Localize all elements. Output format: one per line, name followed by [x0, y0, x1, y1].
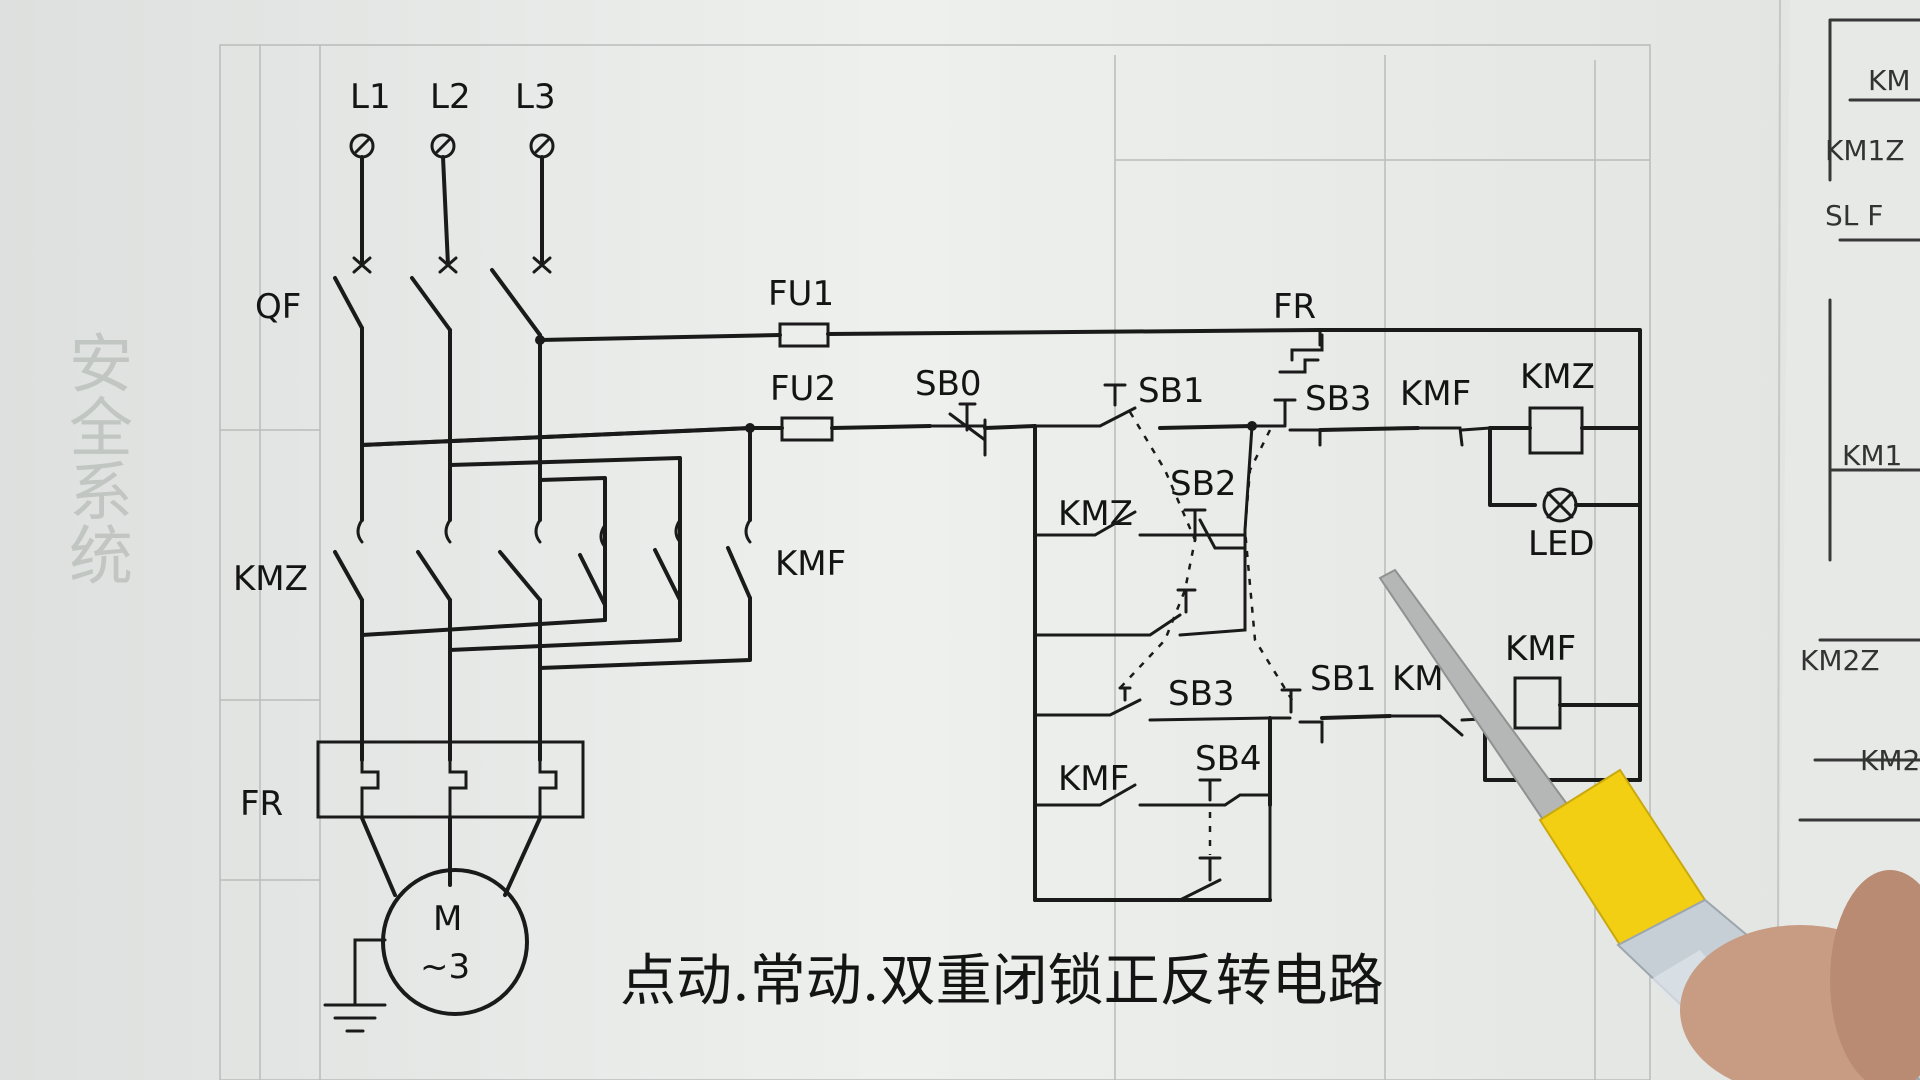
- label-SB3-top: SB3: [1305, 379, 1372, 419]
- label-KMF-main: KMF: [775, 544, 846, 584]
- motor-symbol: [381, 868, 529, 1016]
- svg-text:KM2Z: KM2Z: [1800, 644, 1880, 677]
- label-KMF-hold-top: KMF: [1400, 374, 1471, 414]
- label-SB0: SB0: [915, 364, 982, 404]
- diagram-caption: 点动.常动.双重闭锁正反转电路: [620, 949, 1384, 1014]
- svg-text:KM1Z: KM1Z: [1825, 134, 1905, 167]
- neighbor-sheet-sketch: KM KM1Z SL F KM1 KM2Z KM2: [1798, 18, 1920, 822]
- motor-label-m: M: [433, 899, 462, 939]
- label-SB1-mid: SB1: [1310, 659, 1377, 699]
- label-FU1: FU1: [768, 274, 834, 314]
- label-FU2: FU2: [770, 369, 836, 409]
- form-grid: [219, 44, 1651, 1080]
- voltage-tester: [1378, 568, 1920, 1080]
- label-L2: L2: [430, 77, 471, 117]
- label-KM-interlock: KM: [1392, 659, 1444, 699]
- label-SB3-mid: SB3: [1168, 674, 1235, 714]
- label-KMZ-coil: KMZ: [1520, 357, 1595, 397]
- control-circuit: FU1 FR FU2 SB0 SB1 SB3 KMF KMZ: [360, 274, 1642, 902]
- label-KMF-coil: KMF: [1505, 629, 1576, 669]
- ground-icon: [323, 938, 387, 1033]
- motor-label-phase: ~3: [420, 947, 470, 987]
- label-SB4: SB4: [1195, 739, 1262, 779]
- paper-sheet: [0, 0, 1790, 1080]
- label-KMZ-hold: KMZ: [1058, 494, 1133, 534]
- label-L3: L3: [515, 77, 556, 117]
- svg-text:KM2: KM2: [1860, 744, 1920, 777]
- label-FR-main: FR: [240, 784, 283, 824]
- label-QF: QF: [255, 287, 301, 327]
- label-FR-control: FR: [1273, 287, 1316, 327]
- side-text: 安全系统: [58, 330, 132, 586]
- label-KMZ: KMZ: [233, 559, 308, 599]
- label-LED: LED: [1528, 524, 1595, 564]
- svg-text:KM1: KM1: [1842, 439, 1902, 472]
- svg-text:KM: KM: [1868, 64, 1911, 97]
- coil-KMZ: [1528, 406, 1584, 455]
- label-SB1-top: SB1: [1138, 371, 1205, 411]
- svg-text:SL F: SL F: [1825, 199, 1883, 232]
- label-L1: L1: [350, 77, 391, 117]
- label-KMF-hold: KMF: [1058, 759, 1129, 799]
- label-SB2: SB2: [1170, 464, 1237, 504]
